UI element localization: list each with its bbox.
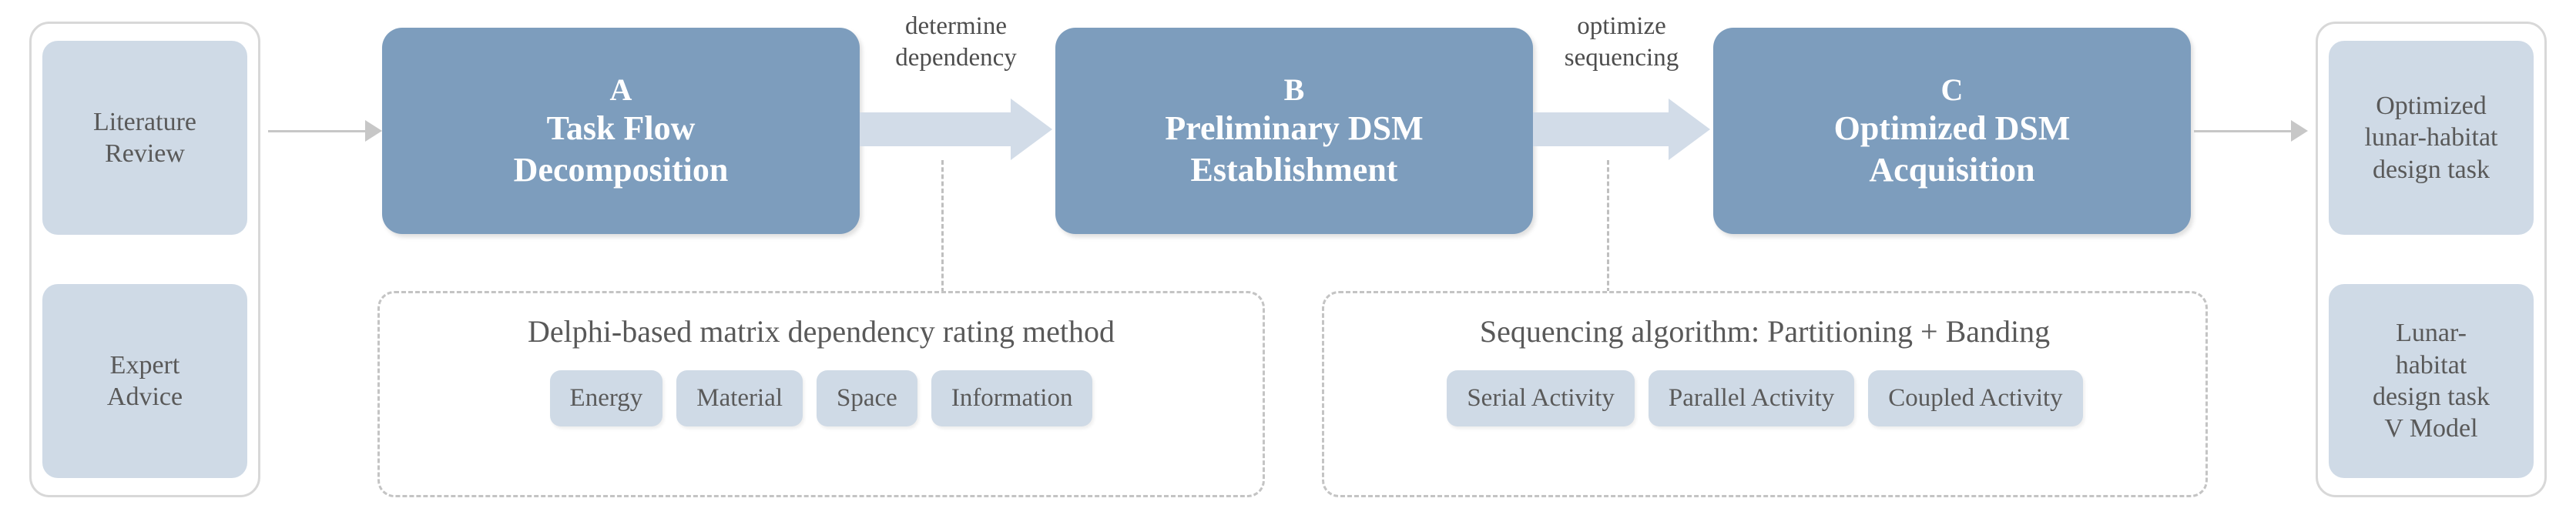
stage-c-letter: C bbox=[1940, 72, 1964, 107]
arrow-stage-a-to-b bbox=[860, 99, 1052, 160]
arrow-shaft bbox=[268, 129, 365, 132]
tag-information[interactable]: Information bbox=[931, 370, 1093, 426]
tag-space[interactable]: Space bbox=[817, 370, 917, 426]
arrow-shaft bbox=[860, 112, 1011, 146]
arrow-stage-b-to-c bbox=[1533, 99, 1710, 160]
method-panel-delphi-title: Delphi-based matrix dependency rating me… bbox=[528, 314, 1115, 349]
tag-parallel-activity[interactable]: Parallel Activity bbox=[1648, 370, 1855, 426]
method-panel-sequencing: Sequencing algorithm: Partitioning + Ban… bbox=[1322, 291, 2208, 497]
arrow-shaft bbox=[1533, 112, 1669, 146]
drop-line-to-method-2 bbox=[1607, 160, 1609, 293]
tag-material[interactable]: Material bbox=[676, 370, 803, 426]
drop-line-to-method-1 bbox=[941, 160, 944, 293]
stage-a-letter: A bbox=[609, 72, 632, 107]
method-panel-delphi: Delphi-based matrix dependency rating me… bbox=[377, 291, 1265, 497]
stage-b-letter: B bbox=[1283, 72, 1305, 107]
tag-coupled-activity[interactable]: Coupled Activity bbox=[1868, 370, 2083, 426]
tag-energy[interactable]: Energy bbox=[549, 370, 663, 426]
method-panel-sequencing-tags: Serial Activity Parallel Activity Couple… bbox=[1447, 370, 2083, 426]
tag-serial-activity[interactable]: Serial Activity bbox=[1447, 370, 1635, 426]
arrow-head bbox=[1669, 99, 1710, 160]
method-panel-sequencing-title: Sequencing algorithm: Partitioning + Ban… bbox=[1479, 314, 2051, 349]
method-panel-delphi-tags: Energy Material Space Information bbox=[549, 370, 1093, 426]
arrow-head bbox=[2291, 120, 2308, 142]
arrow-head bbox=[365, 120, 382, 142]
arrow-head bbox=[1011, 99, 1052, 160]
arrow-shaft bbox=[2194, 129, 2291, 132]
arrow-input-to-stage-a bbox=[268, 115, 382, 146]
arrow-stage-c-to-output bbox=[2194, 115, 2308, 146]
